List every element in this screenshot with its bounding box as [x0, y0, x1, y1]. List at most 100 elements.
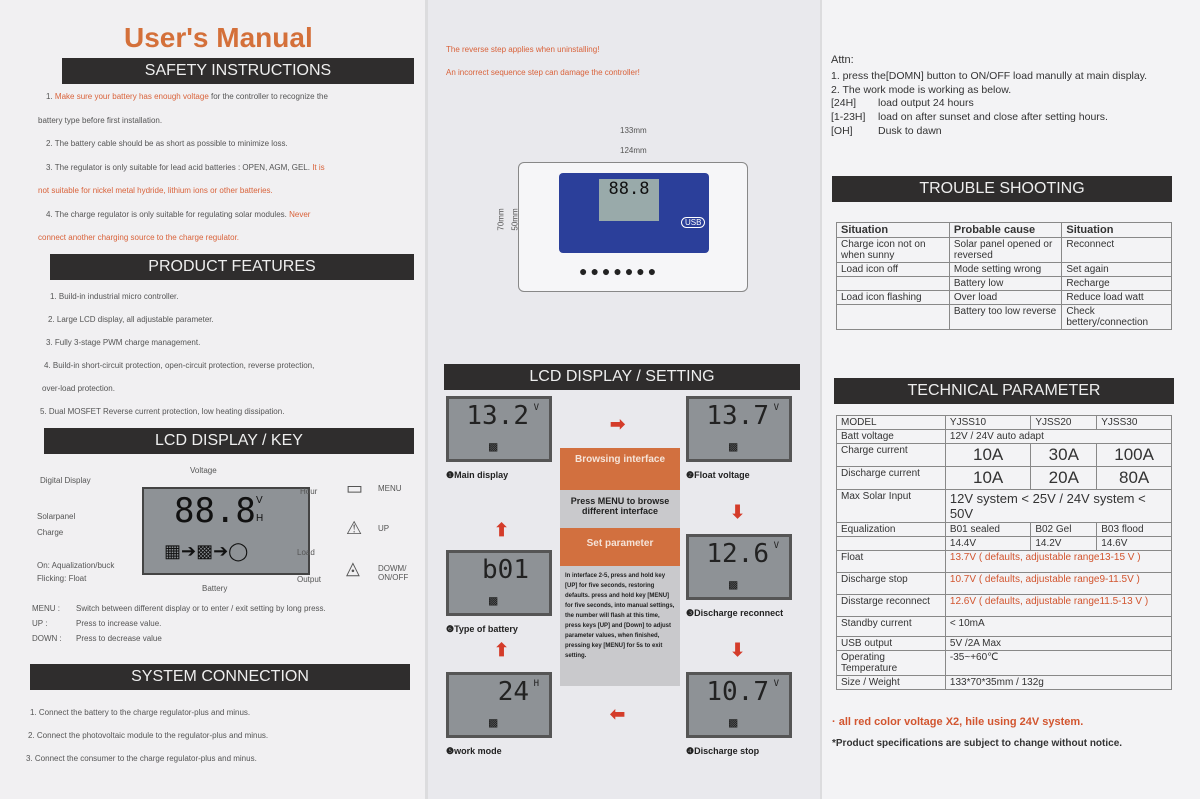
table-cell: Charge icon not on when sunny: [836, 237, 950, 263]
table-cell: Battery low: [948, 276, 1063, 291]
table-cell: USB output: [836, 636, 946, 651]
safety-line: 3. The regulator is only suitable for le…: [46, 163, 325, 172]
solar-battery-load-icons: ▦➔▩➔◯: [164, 541, 249, 561]
screen-value: 24: [497, 677, 529, 707]
table-cell: Load icon off: [836, 262, 950, 277]
warning-2: An incorrect sequence step can damage th…: [446, 68, 640, 77]
table-cell: 12V system < 25V / 24V system < 50V: [944, 489, 1173, 523]
lcd-setting-header: LCD DISPLAY / SETTING: [444, 364, 800, 390]
step-label: Float voltage: [694, 470, 750, 480]
column-header: Situation: [836, 222, 950, 238]
table-cell: YJSS10: [944, 415, 1032, 430]
dim-width-inner: 124mm: [620, 146, 647, 155]
battery-icon: ▩: [729, 577, 738, 593]
press-menu-text: Press MENU to browse different interface: [560, 490, 680, 528]
safety-text-red: connect another charging source to the c…: [38, 233, 240, 242]
key-icon: ◬: [346, 558, 360, 578]
left-page: User's Manual SAFETY INSTRUCTIONS 1. Mak…: [0, 0, 425, 799]
table-cell: Operating Temperature: [836, 650, 946, 676]
key-description: Press to decrease value: [76, 634, 162, 643]
screen-caption: ❷Float voltage: [686, 470, 750, 481]
lcd-h: H: [256, 513, 264, 524]
screen-unit: V: [773, 541, 779, 551]
safety-header: SAFETY INSTRUCTIONS: [62, 58, 414, 84]
step-label: Discharge reconnect: [694, 608, 784, 618]
attn-line: 2. The work mode is working as below.: [831, 84, 1012, 96]
table-cell: 133*70*35mm / 132g: [944, 675, 1173, 690]
label-on: On: Aqualization/buck: [37, 561, 115, 570]
table-cell: YJSS30: [1096, 415, 1172, 430]
key-description: Press to increase value.: [76, 619, 162, 628]
table-cell: Solar panel opened or reversed: [948, 237, 1063, 263]
table-cell: Float: [836, 550, 946, 573]
table-cell: Standby current: [836, 616, 946, 637]
table-cell: Over load: [948, 290, 1063, 305]
arrow-left-icon: ⬅: [610, 704, 626, 724]
table-cell: -35~+60℃: [944, 650, 1173, 676]
table-cell: < 10mA: [944, 616, 1173, 637]
table-cell: Check bettery/connection: [1061, 304, 1172, 330]
table-cell: Reconnect: [1061, 237, 1172, 263]
connection-step: 1. Connect the battery to the charge reg…: [30, 708, 251, 717]
mode-desc: Dusk to dawn: [878, 125, 942, 137]
table-cell: 10A: [944, 443, 1032, 467]
safety-text-red: Make sure your battery has enough voltag…: [54, 92, 209, 101]
label-charge: Charge: [37, 528, 64, 537]
attn-label: Attn:: [831, 54, 854, 66]
table-cell: 10A: [944, 466, 1032, 490]
table-cell: 30A: [1030, 443, 1098, 467]
table-cell: 100A: [1096, 443, 1172, 467]
lcd-screen: b01▩: [446, 550, 552, 616]
step-number: ❹: [686, 746, 695, 756]
screen-value: 13.7: [706, 401, 769, 431]
safety-text: 4. The charge regulator is only suitable…: [46, 209, 290, 219]
usb-port-label: USB: [681, 217, 706, 228]
feature-item: 4. Build-in short-circuit protection, op…: [44, 361, 315, 370]
lcd-screen: 12.6 V ▩: [686, 534, 792, 600]
key-label: UP: [378, 524, 390, 533]
key-label: DOWM/ ON/OFF: [378, 564, 409, 582]
column-header: Probable cause: [948, 222, 1063, 238]
safety-text: for the controller to recognize the: [208, 92, 328, 101]
safety-text: 1.: [46, 92, 55, 101]
table-cell: Batt voltage: [836, 429, 946, 444]
arrow-down-icon: ⬇: [730, 640, 746, 660]
safety-line: connect another charging source to the c…: [38, 233, 239, 242]
table-cell: YJSS20: [1030, 415, 1098, 430]
lcd-key-header: LCD DISPLAY / KEY: [44, 428, 414, 454]
table-cell: 12V / 24V auto adapt: [944, 429, 1173, 444]
set-parameter-label: Set parameter: [560, 528, 680, 566]
table-cell: 14.2V: [1030, 536, 1098, 551]
step-number: ❻: [446, 624, 455, 634]
safety-text: battery type before first installation.: [38, 115, 163, 125]
key-name: DOWN :: [32, 634, 62, 643]
label-load: Load: [297, 548, 315, 557]
table-cell: Mode setting wrong: [948, 262, 1063, 277]
table-cell: Charge current: [836, 443, 946, 467]
safety-line: 1. Make sure your battery has enough vol…: [46, 92, 328, 101]
safety-text-red: Never: [289, 209, 311, 219]
step-label: work mode: [454, 746, 502, 756]
note-red-voltage: · all red color voltage X2, hile using 2…: [832, 716, 1084, 728]
battery-icon: ▩: [729, 715, 738, 731]
safety-text-red: not suitable for nickel metal hydride, l…: [38, 186, 273, 195]
table-cell: Disstarge reconnect: [836, 594, 946, 617]
table-cell: Battery too low reverse: [948, 304, 1063, 330]
screen-value: 12.6: [706, 539, 769, 569]
screen-caption: ❶Main display: [446, 470, 508, 481]
safety-text-red: It is: [312, 162, 325, 172]
table-cell: Discharge current: [836, 466, 946, 490]
table-cell: B01 sealed: [944, 522, 1032, 537]
connection-step: 3. Connect the consumer to the charge re…: [26, 754, 257, 763]
label-output: Output: [297, 575, 322, 584]
